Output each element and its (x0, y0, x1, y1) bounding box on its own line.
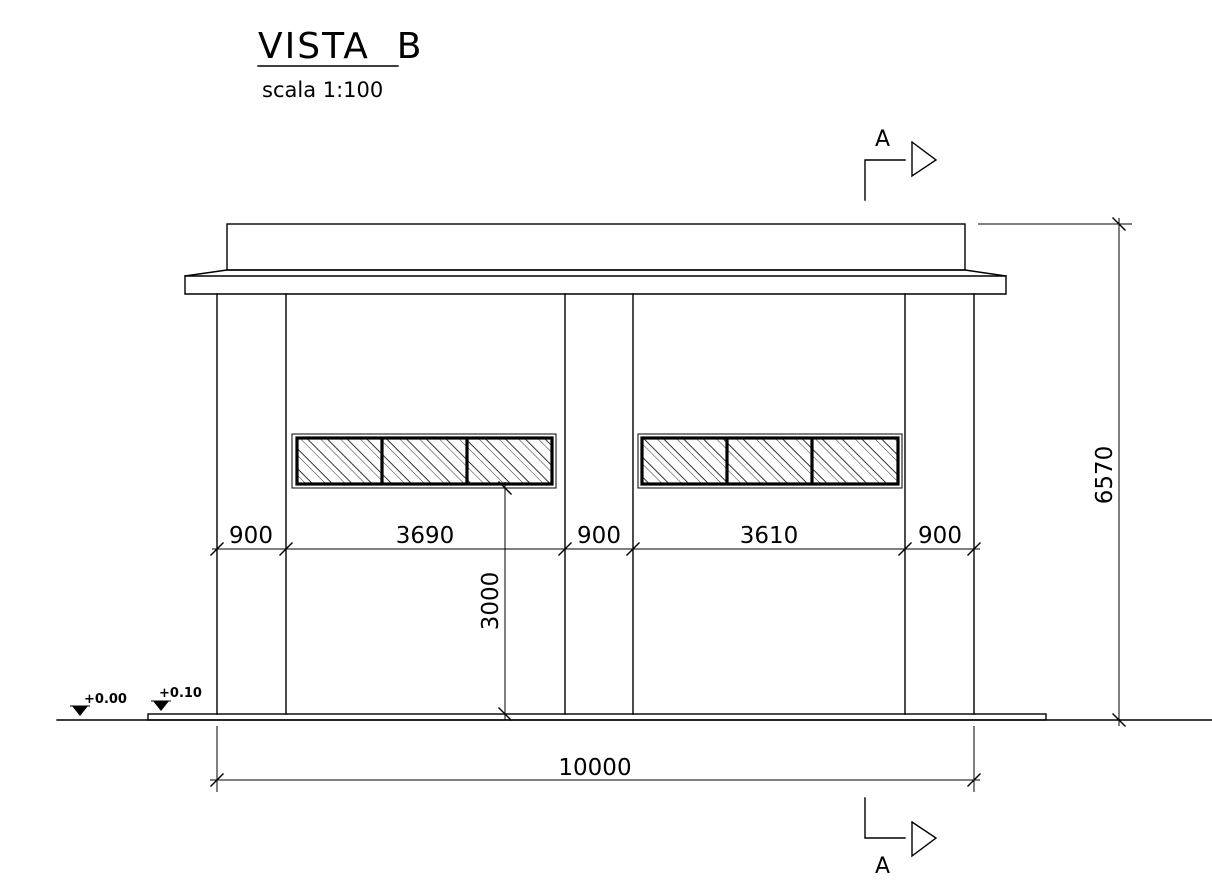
section-marker-top: A (864, 127, 938, 201)
level-floor-label: +0.10 (159, 686, 202, 701)
total-height-label: 6570 (1092, 446, 1118, 505)
window-height-label: 3000 (478, 572, 504, 631)
section-marker-bottom: A (864, 797, 938, 879)
window-right (637, 433, 903, 489)
floor-plinth (147, 713, 1047, 721)
drawing-scale: scala 1:100 (262, 78, 383, 102)
span-dim-2: 3690 (396, 523, 455, 549)
total-width-label: 10000 (558, 755, 631, 781)
span-dim-1: 900 (229, 523, 273, 549)
roof-slab (184, 269, 1007, 295)
section-marker-top-label: A (875, 127, 890, 152)
level-ground-label: +0.00 (84, 692, 127, 707)
building-outline (147, 223, 1047, 721)
span-dim-3: 900 (577, 523, 621, 549)
window-left (291, 433, 557, 489)
span-dim-5: 900 (918, 523, 962, 549)
window-height-dimension: 3000 (478, 481, 543, 721)
parapet (226, 223, 966, 271)
total-height-dimension: 6570 (978, 217, 1132, 727)
level-marker-floor: +0.10 (151, 686, 202, 711)
drawing-title: VISTA B (258, 26, 424, 67)
total-width-dimension: 10000 (210, 726, 981, 792)
level-marker-ground: +0.00 (70, 692, 127, 716)
span-dim-4: 3610 (740, 523, 799, 549)
span-dimensions: 900 3690 900 3610 900 (210, 523, 981, 556)
section-marker-bottom-label: A (875, 854, 890, 879)
